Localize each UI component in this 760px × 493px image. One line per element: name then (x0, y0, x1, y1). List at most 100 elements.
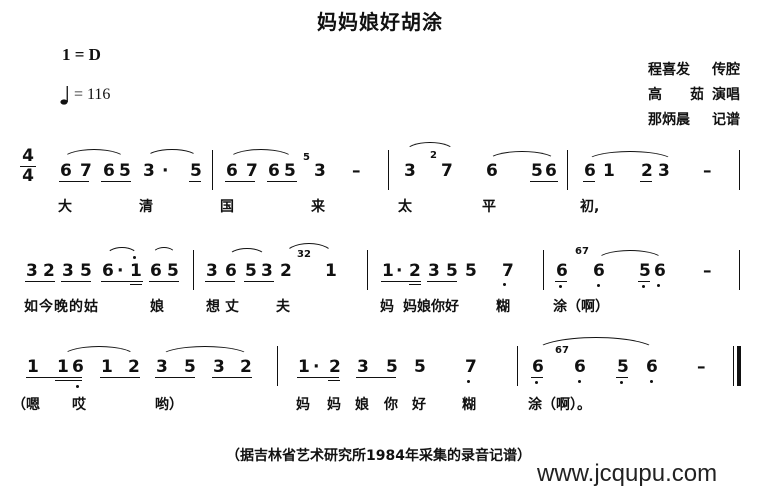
note: 2 (280, 261, 292, 281)
underline (61, 281, 91, 282)
slur (146, 149, 198, 158)
note: 3 (206, 261, 218, 281)
note: 3 (261, 261, 273, 281)
credit-name: 那炳晨 (648, 112, 690, 128)
underline (155, 377, 195, 378)
tempo-marking: = 116 (60, 85, 110, 105)
grace-note: 67 (575, 246, 589, 257)
lyric: 想丈 (206, 299, 244, 315)
slur (586, 151, 674, 162)
slur (62, 346, 136, 357)
underline (531, 377, 543, 378)
note: 5 (184, 357, 196, 377)
barline (543, 250, 544, 290)
credits: 程喜发传腔 高茹演唱 那炳晨记谱 (648, 58, 740, 133)
barline (193, 250, 194, 290)
barline (567, 150, 568, 190)
barline (733, 346, 734, 386)
time-sig-divider (20, 166, 36, 167)
note: 6 (60, 161, 72, 181)
note: 6 (72, 357, 84, 377)
note: 7 (502, 261, 514, 281)
note: 3 (404, 161, 416, 181)
lyric: 涂（啊） (553, 299, 609, 315)
note: 7 (246, 161, 258, 181)
slur (106, 247, 138, 256)
note: 5 (531, 161, 543, 181)
note: 1 (101, 357, 113, 377)
barline (277, 346, 278, 386)
note: 1 (27, 357, 39, 377)
credit-row: 那炳晨 记谱 (648, 108, 740, 133)
note: · (117, 261, 124, 281)
final-barline (737, 346, 741, 386)
underline (205, 281, 235, 282)
credit-role: 传腔 (712, 62, 740, 78)
note: 1 (382, 261, 394, 281)
note: 2 (409, 261, 421, 281)
grace-note: 2 (430, 150, 437, 161)
underline (100, 377, 140, 378)
credit-row: 程喜发传腔 (648, 58, 740, 83)
note: 3 (26, 261, 38, 281)
source-note: （据吉林省艺术研究所1984年采集的录音记谱） (226, 448, 531, 464)
low-octave-dot (76, 385, 79, 388)
slur (62, 149, 126, 160)
underline (101, 281, 143, 282)
underline (409, 284, 421, 285)
note: · (162, 161, 169, 181)
lyric: 夫 (276, 299, 290, 315)
low-octave-dot (559, 285, 562, 288)
slur (228, 149, 294, 160)
high-octave-dot (133, 256, 136, 259)
credit-role: 记谱 (712, 112, 740, 128)
slur (284, 243, 334, 256)
low-octave-dot (597, 284, 600, 287)
note: 6 (150, 261, 162, 281)
lyric: 国 (220, 199, 234, 215)
barline (367, 250, 368, 290)
lyric: 初, (580, 199, 600, 215)
barline (739, 150, 740, 190)
lyric: 糊 (462, 397, 476, 413)
slur (228, 248, 266, 257)
underline (59, 181, 89, 182)
note: 6 (593, 261, 605, 281)
note: · (396, 261, 403, 281)
note: 6 (102, 261, 114, 281)
underline (267, 181, 297, 182)
low-octave-dot (535, 381, 538, 384)
lyric: 大 (58, 199, 72, 215)
credit-name: 高茹 (648, 87, 704, 103)
note: 3 (213, 357, 225, 377)
underline (55, 380, 82, 381)
grace-note: 5 (303, 152, 310, 163)
note: 5 (414, 357, 426, 377)
underline (616, 377, 628, 378)
lyric: 平 (482, 199, 496, 215)
note: 5 (617, 357, 629, 377)
underline (555, 281, 567, 282)
note: 1 (298, 357, 310, 377)
note: 6 (225, 261, 237, 281)
time-sig-bottom: 4 (22, 166, 34, 186)
note: 5 (446, 261, 458, 281)
dash: – (352, 161, 361, 181)
underline (640, 181, 652, 182)
note: 3 (658, 161, 670, 181)
lyric: 太 (398, 199, 412, 215)
note: 6 (646, 357, 658, 377)
underline (297, 377, 339, 378)
note: 6 (556, 261, 568, 281)
note: 3 (143, 161, 155, 181)
note: 5 (190, 161, 202, 181)
lyric: 糊 (496, 299, 510, 315)
note: 6 (226, 161, 238, 181)
note: 7 (80, 161, 92, 181)
note: · (313, 357, 320, 377)
note: 6 (545, 161, 557, 181)
lyric: 娘 (355, 397, 369, 413)
lyric: 哎 (72, 397, 86, 413)
note: 5 (284, 161, 296, 181)
page-title: 妈妈娘好胡涂 (317, 10, 443, 34)
